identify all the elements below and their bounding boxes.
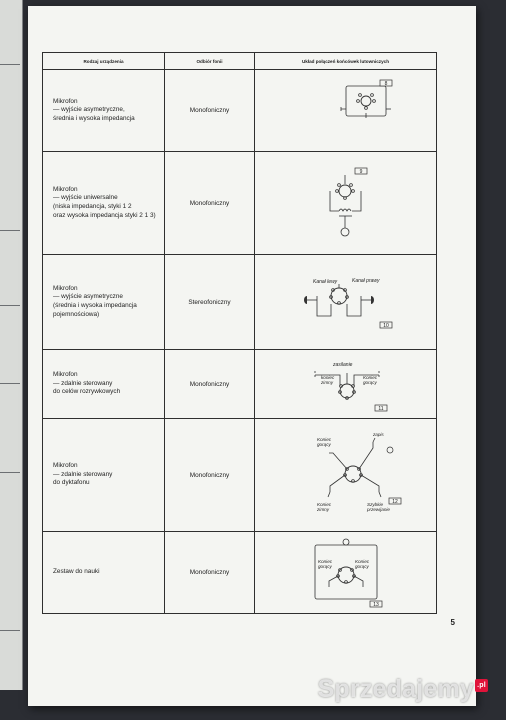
table-row: Mikrofon — wyjście asymetryczne, średnia… xyxy=(42,69,437,152)
channel-type: Monofoniczny xyxy=(164,69,255,152)
table-header-row: Rodzaj urządzenia Odbiór fonii Układ poł… xyxy=(42,52,437,70)
wiring-diagram: 8 xyxy=(254,69,437,152)
diagram-tag: 13 xyxy=(373,602,379,608)
channel-type: Stereofoniczny xyxy=(164,254,255,350)
channel-type: Monofoniczny xyxy=(164,349,255,419)
header-channel: Odbiór fonii xyxy=(164,52,255,70)
channel-type: Monofoniczny xyxy=(164,418,255,532)
document-page: Rodzaj urządzenia Odbiór fonii Układ poł… xyxy=(28,6,476,706)
device-name: Mikrofon — wyjście asymetryczne (średnia… xyxy=(42,254,165,350)
device-name: Mikrofon — wyjście asymetryczne, średnia… xyxy=(42,69,165,152)
lamp-icon xyxy=(386,446,394,453)
wiring-diagram-3: Kanał lewy Kanał prawy 10 xyxy=(304,278,393,329)
diagram-tag: 10 xyxy=(383,323,389,329)
watermark-text: Sprzedajemy xyxy=(317,675,474,703)
diagram-label: Kanał prawy xyxy=(352,278,380,284)
table-row: Mikrofon — zdalnie sterowany do dyktafon… xyxy=(42,418,437,532)
wiring-diagram-2: 9 xyxy=(329,167,368,236)
table-row: Mikrofon — wyjście uniwersalne (niska im… xyxy=(42,151,437,255)
wiring-diagram: Kanał lewy Kanał prawy 10 xyxy=(254,254,437,350)
header-device: Rodzaj urządzenia xyxy=(42,52,165,70)
diagram-label: zasilanie xyxy=(332,362,353,368)
page-number: 5 xyxy=(450,618,455,627)
diagram-tag: 9 xyxy=(360,169,363,175)
channel-type: Monofoniczny xyxy=(164,531,255,614)
diagram-tag: 12 xyxy=(392,499,398,505)
table-row: Zestaw do nauki Monofoniczny xyxy=(42,531,437,614)
watermark-badge: .pl xyxy=(475,679,488,692)
watermark-logo: Sprzedajemy.pl xyxy=(318,675,488,704)
wiring-diagram: 9 xyxy=(254,151,437,255)
table-row: Mikrofon — wyjście asymetryczne (średnia… xyxy=(42,254,437,350)
table-row: Mikrofon — zdalnie sterowany do celów ro… xyxy=(42,349,437,419)
channel-type: Monofoniczny xyxy=(164,151,255,255)
diagram-tag: 8 xyxy=(385,81,388,87)
device-name: Zestaw do nauki xyxy=(42,531,165,614)
previous-page-edge xyxy=(0,0,23,690)
header-diagram: Układ połączeń końcówek lutowniczych xyxy=(254,52,437,70)
diagram-label: Kanał lewy xyxy=(313,279,338,285)
wiring-diagram-1: 8 xyxy=(340,79,393,118)
diagram-tag: 11 xyxy=(378,406,383,412)
device-name: Mikrofon — wyjście uniwersalne (niska im… xyxy=(42,151,165,255)
device-name: Mikrofon — zdalnie sterowany do dyktafon… xyxy=(42,418,165,532)
diagram-label: zapis xyxy=(372,432,384,437)
connection-table: Rodzaj urządzenia Odbiór fonii Układ poł… xyxy=(42,52,437,614)
device-name: Mikrofon — zdalnie sterowany do celów ro… xyxy=(42,349,165,419)
